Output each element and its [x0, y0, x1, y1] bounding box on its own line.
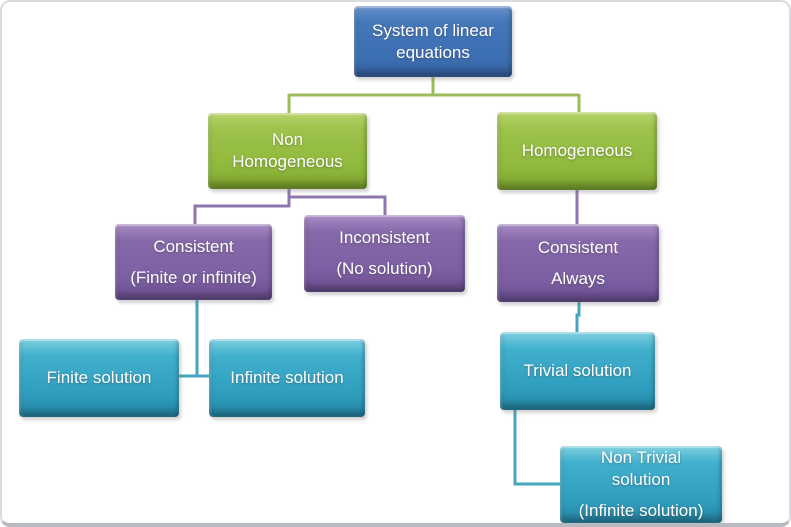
connector-consistent-to-solutions: [179, 300, 209, 378]
connector-root-to-level2: [287, 77, 581, 114]
node-trivial-solution: Trivial solution: [500, 332, 655, 410]
node-label: Non Homogeneous: [232, 130, 343, 171]
node-label: Infinite solution: [230, 368, 344, 388]
node-label: System of linear equations: [372, 20, 494, 62]
node-label: Homogeneous: [521, 141, 633, 161]
node-inconsistent-no-solution: Inconsistent (No solution): [304, 215, 465, 292]
node-label: Non Trivial solution: [600, 448, 682, 490]
node-consistent-always: Consistent Always: [497, 224, 659, 302]
connector-consistent-always-to-trivial: [575, 302, 581, 333]
node-label: Inconsistent: [339, 228, 430, 248]
node-infinite-solution: Infinite solution: [209, 339, 365, 417]
node-homogeneous: Homogeneous: [497, 112, 657, 190]
node-label: Finite solution: [46, 368, 152, 388]
connector-trivial-to-nontrivial: [513, 410, 560, 486]
node-sublabel: (Infinite solution): [578, 500, 704, 520]
node-consistent-finite-or-infinite: Consistent (Finite or infinite): [115, 224, 272, 300]
node-label: Trivial solution: [523, 361, 632, 381]
node-non-homogeneous: Non Homogeneous: [208, 113, 367, 189]
node-sublabel: (Finite or infinite): [130, 267, 257, 287]
node-finite-solution: Finite solution: [19, 339, 179, 417]
node-non-trivial-solution: Non Trivial solution (Infinite solution): [560, 446, 722, 523]
node-label: Consistent: [153, 236, 234, 256]
node-system-of-linear-equations: System of linear equations: [354, 6, 512, 77]
node-sublabel: (No solution): [336, 259, 433, 278]
node-sublabel: Always: [551, 268, 605, 288]
node-label: Consistent: [537, 237, 619, 257]
